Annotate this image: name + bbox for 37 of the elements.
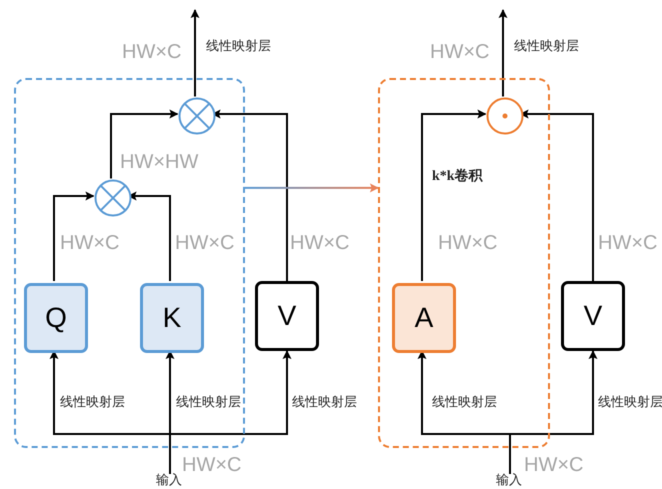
arrow (190, 9, 200, 96)
edge-label: 线性映射层 (292, 396, 357, 409)
matrix-box: A (392, 283, 456, 353)
arrow (169, 350, 292, 474)
matrix-box: K (140, 283, 204, 353)
arrow (53, 192, 94, 281)
dimension-label: HW×C (430, 42, 490, 62)
matrix-box: V (561, 281, 625, 351)
edge-label: 线性映射层 (60, 396, 125, 409)
dot-product-circle (486, 97, 524, 135)
edge-label: 线性映射层 (176, 396, 241, 409)
edge-label: HW×C (438, 233, 498, 253)
edge-label: HW×C (60, 233, 120, 253)
dashed-group-box (14, 78, 245, 448)
dimension-label: HW×C (524, 455, 584, 475)
dashed-group-box (378, 78, 550, 448)
arrow (245, 183, 379, 192)
arrow (421, 110, 486, 281)
edge-label: HW×C (290, 233, 350, 253)
edge-label: 线性映射层 (514, 40, 579, 53)
edge-label: HW×C (598, 233, 658, 253)
arrow (509, 350, 598, 474)
input-label: 输入 (156, 474, 182, 487)
dimension-label: HW×C (122, 42, 182, 62)
dimension-label: HW×C (182, 455, 242, 475)
matrix-box: V (255, 281, 319, 351)
operation-label: k*k卷积 (432, 170, 483, 184)
edge-label: HW×HW (120, 152, 198, 172)
multiply-circle (94, 179, 132, 217)
input-label: 输入 (496, 474, 522, 487)
matrix-box: Q (24, 283, 88, 353)
edge-label: 线性映射层 (206, 40, 271, 53)
edge-label: HW×C (175, 233, 234, 253)
edge-label: 线性映射层 (432, 396, 497, 409)
multiply-circle (178, 97, 216, 135)
arrow (110, 110, 178, 178)
arrow (498, 9, 508, 96)
